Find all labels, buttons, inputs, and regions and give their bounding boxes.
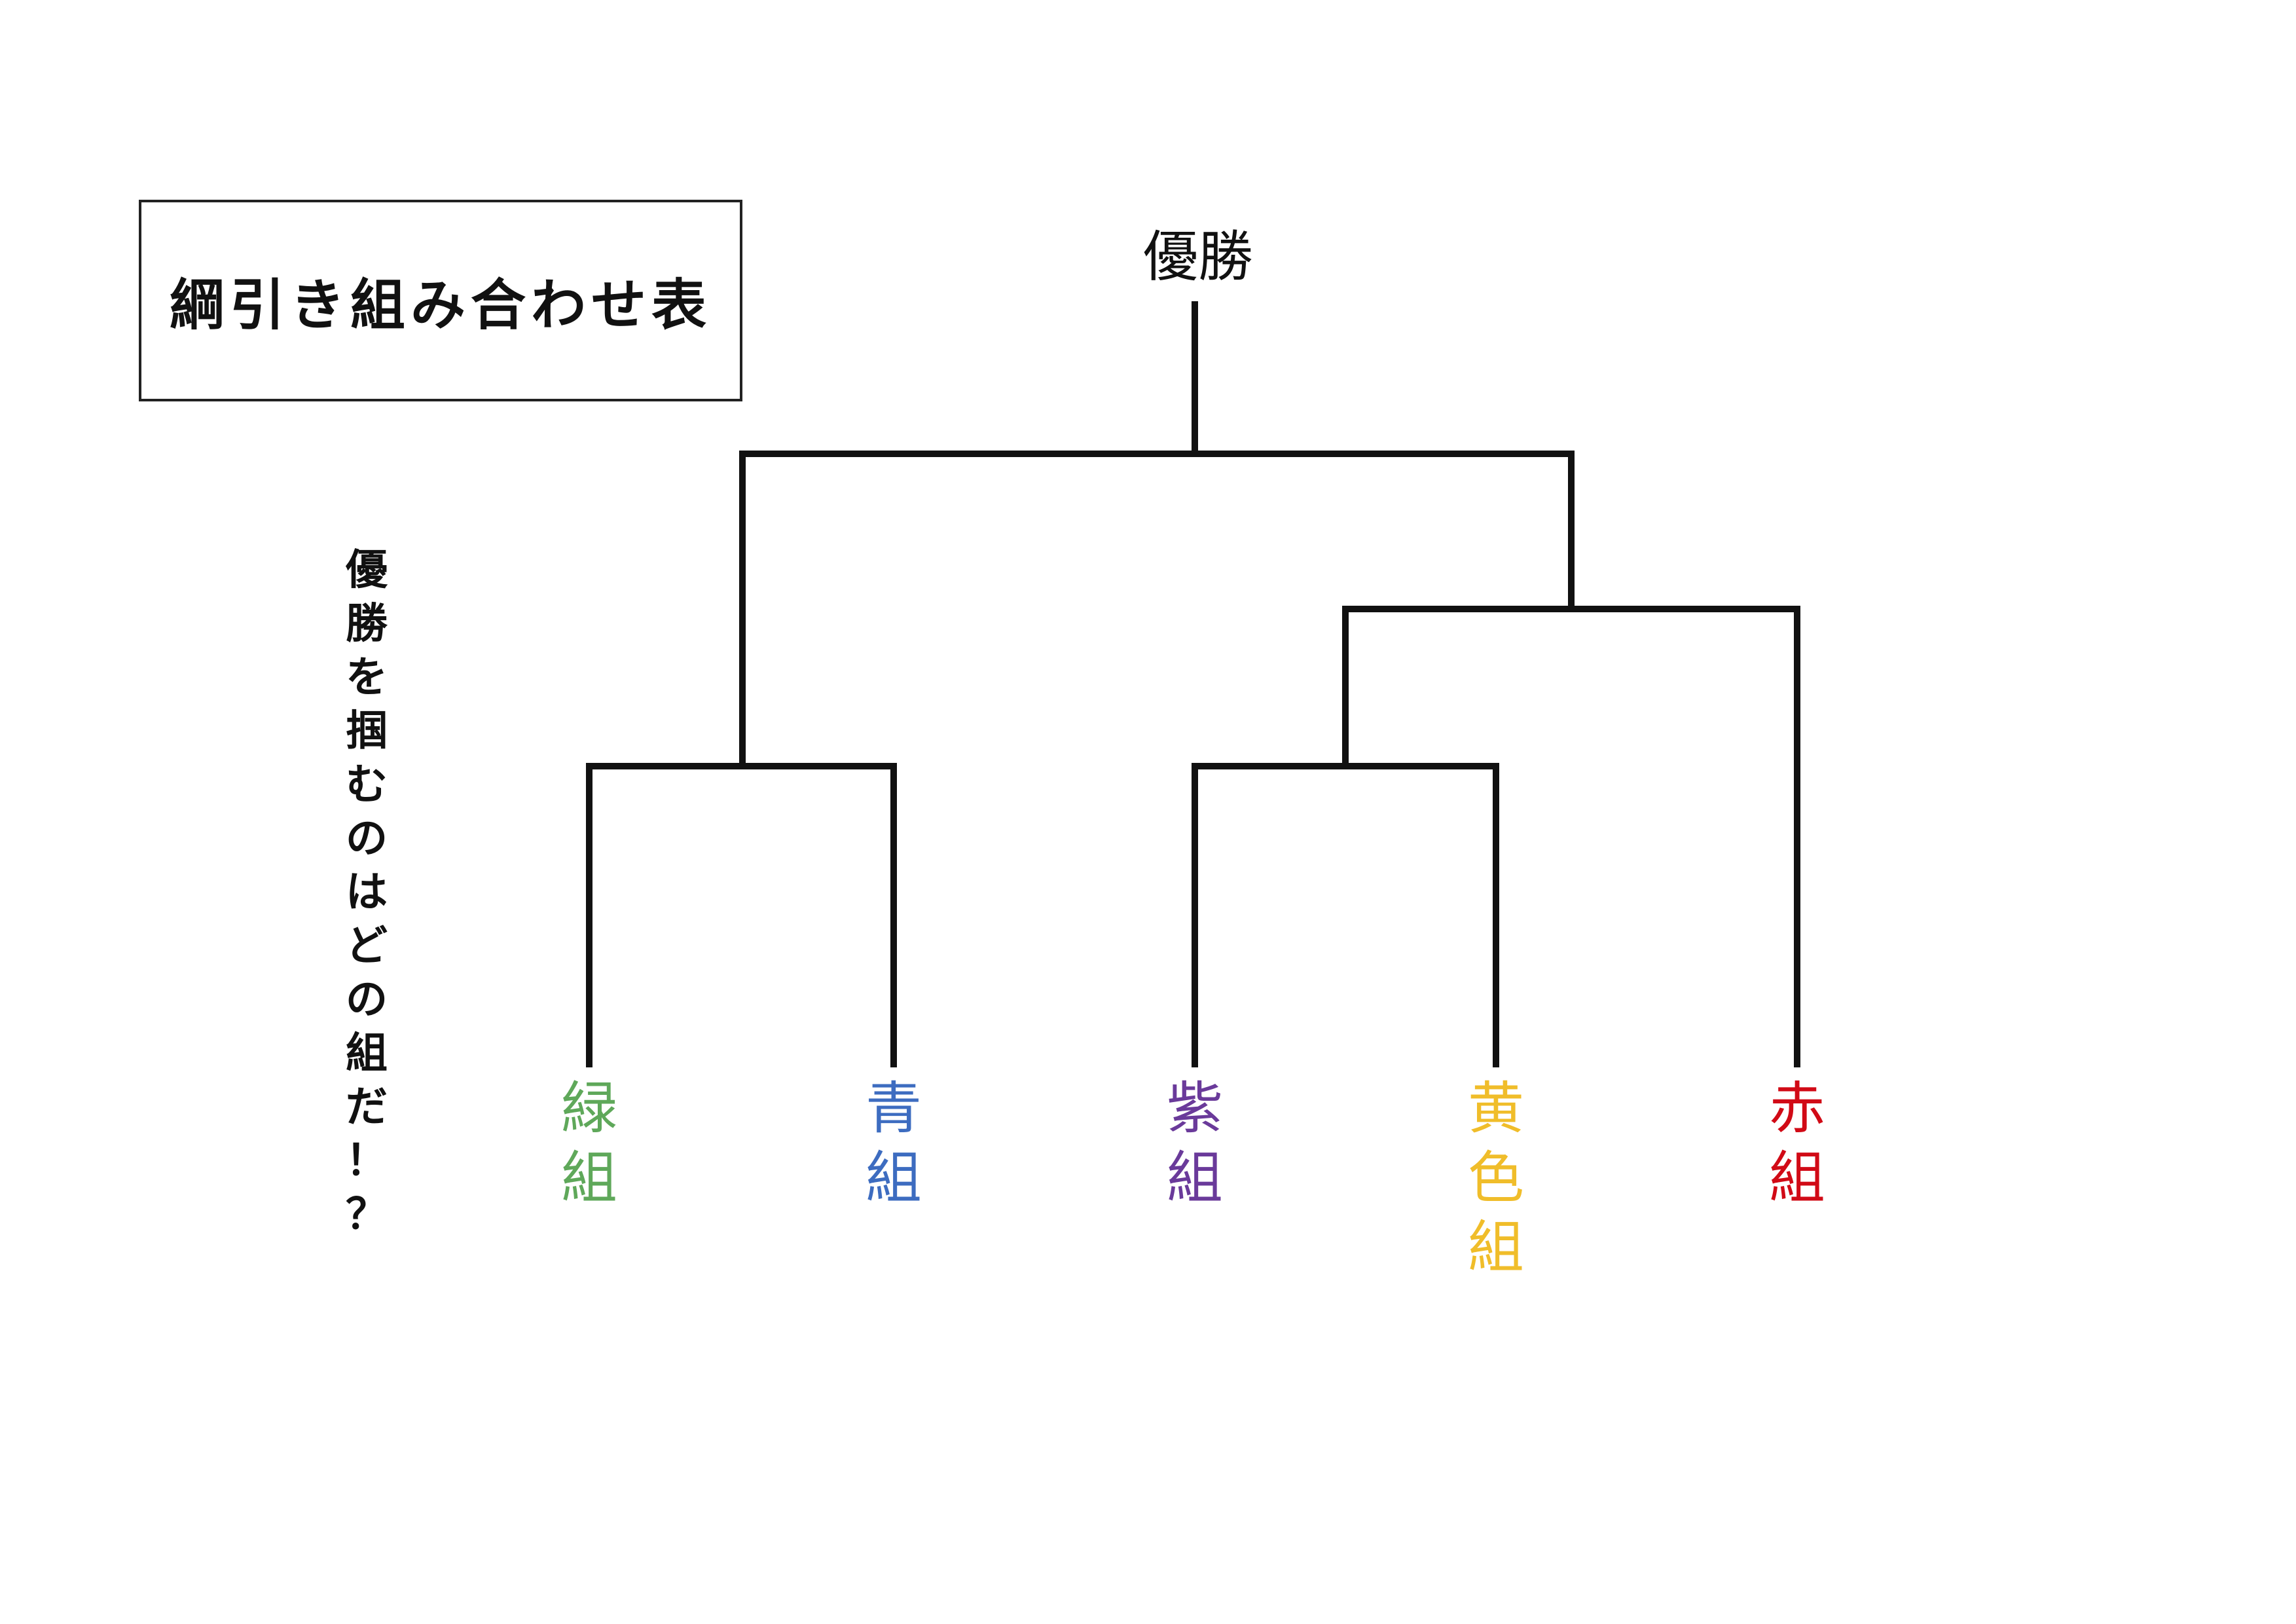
slogan-char: 優 [346, 545, 388, 595]
team-blue: 青組 [848, 1074, 939, 1213]
team-name-char: 青 [866, 1076, 922, 1141]
team-name-char: 組 [1167, 1145, 1223, 1211]
slogan-char: だ [346, 1082, 388, 1132]
team-name-char: 紫 [1167, 1076, 1223, 1141]
team-red: 赤組 [1751, 1074, 1843, 1213]
team-name-char: 色 [1468, 1145, 1524, 1211]
team-green: 緑組 [543, 1074, 635, 1213]
team-name-char: 組 [561, 1145, 617, 1211]
slogan-char: ど [346, 921, 388, 970]
slogan-char: ！ [346, 1136, 388, 1185]
vertical-slogan: 優勝を掴むのはどの組だ！？ [334, 544, 399, 1242]
slogan-char: は [346, 868, 388, 917]
slogan-char: を [346, 653, 388, 702]
title-box: 綱引き組み合わせ表 [139, 200, 742, 401]
team-name-char: 組 [1769, 1145, 1825, 1211]
slogan-char: 組 [346, 1029, 388, 1078]
winner-label: 優勝 [1142, 225, 1253, 289]
slogan-char: む [346, 760, 388, 809]
bracket-line-first-round [1192, 763, 1499, 1067]
slogan-char: の [346, 975, 388, 1024]
team-name-char: 黄 [1468, 1076, 1524, 1141]
team-name-char: 緑 [561, 1076, 617, 1141]
slogan-char: 勝 [346, 599, 388, 648]
bracket-line-left-semi [586, 763, 897, 1067]
team-name-char: 組 [1468, 1215, 1524, 1280]
team-name-char: 組 [866, 1145, 922, 1211]
slogan-char: の [346, 814, 388, 863]
slogan-char: 掴 [346, 707, 388, 756]
team-yellow: 黄色組 [1450, 1074, 1542, 1282]
team-name-char: 赤 [1769, 1076, 1825, 1141]
team-purple: 紫組 [1149, 1074, 1241, 1213]
page-title: 綱引き組み合わせ表 [169, 272, 712, 337]
bracket-line-right-semi [1342, 606, 1800, 1067]
slogan-char: ？ [346, 1190, 388, 1239]
bracket-line-final [739, 451, 1575, 612]
